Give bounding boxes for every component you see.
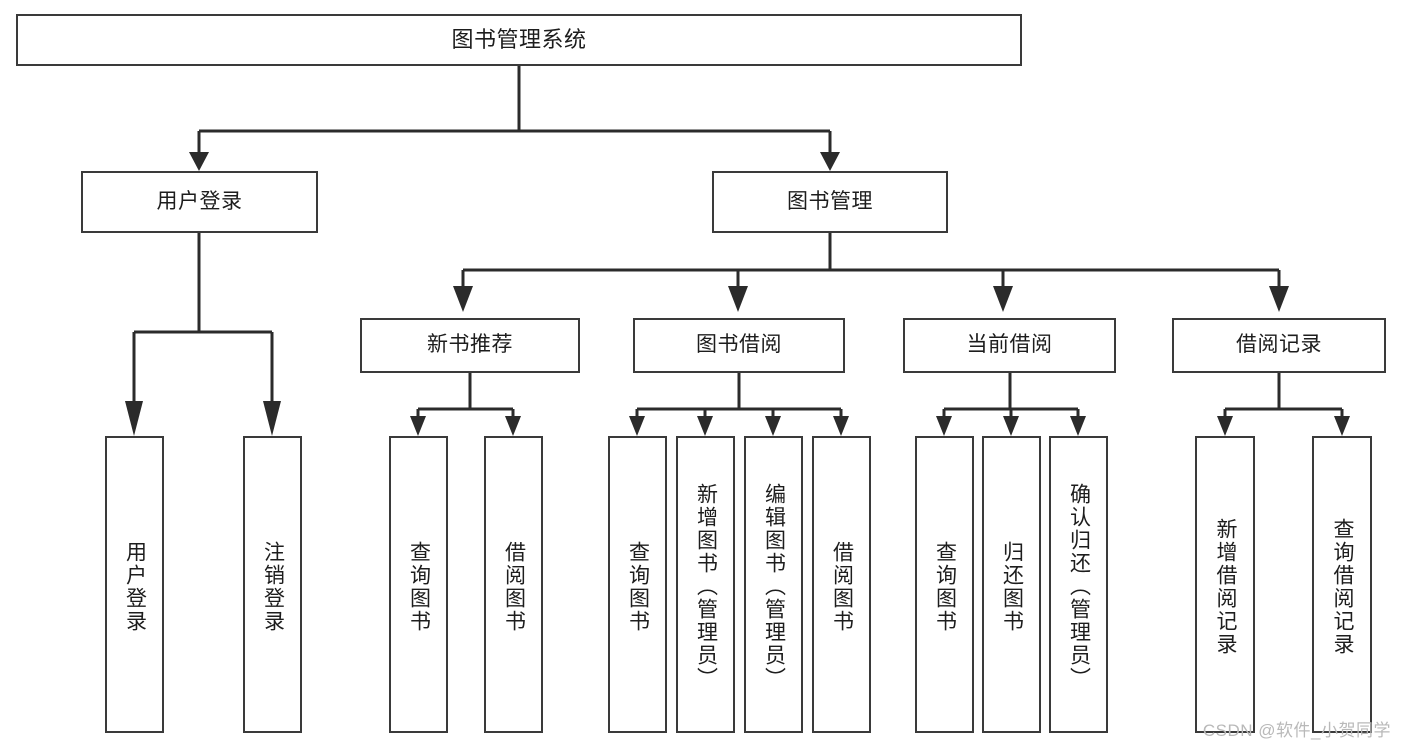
node-book-management[interactable]: 图书管理 bbox=[712, 171, 948, 233]
node-current-borrow[interactable]: 当前借阅 bbox=[903, 318, 1116, 373]
arrow-root-to-user-login bbox=[189, 152, 209, 171]
leaf-query-book-2[interactable]: 查询图书 bbox=[608, 436, 667, 733]
leaf-edit-book[interactable]: 编辑图书（管理员） bbox=[744, 436, 803, 733]
arrow-bb-leaf-2 bbox=[697, 416, 713, 436]
arrow-nbr-leaf-1 bbox=[410, 416, 426, 436]
leaf-confirm-return-label: 确认归还（管理员） bbox=[1067, 483, 1091, 690]
node-current-borrow-label: 当前借阅 bbox=[966, 333, 1053, 357]
leaf-query-book-2-label: 查询图书 bbox=[626, 540, 650, 633]
arrow-cb-leaf-3 bbox=[1070, 416, 1086, 436]
leaf-query-book-1[interactable]: 查询图书 bbox=[389, 436, 448, 733]
arrow-bm-to-current-borrow bbox=[993, 286, 1013, 312]
node-user-login[interactable]: 用户登录 bbox=[81, 171, 318, 233]
node-root-label: 图书管理系统 bbox=[451, 26, 587, 52]
leaf-borrow-book-2[interactable]: 借阅图书 bbox=[812, 436, 871, 733]
leaf-borrow-book-1[interactable]: 借阅图书 bbox=[484, 436, 543, 733]
leaf-query-book-3[interactable]: 查询图书 bbox=[915, 436, 974, 733]
node-root[interactable]: 图书管理系统 bbox=[16, 14, 1022, 66]
node-new-book-recommend-label: 新书推荐 bbox=[427, 333, 513, 357]
arrow-bb-leaf-4 bbox=[833, 416, 849, 436]
arrow-bm-to-borrow-record bbox=[1269, 286, 1289, 312]
leaf-query-record[interactable]: 查询借阅记录 bbox=[1312, 436, 1372, 733]
arrow-bm-to-new-book-recommend bbox=[453, 286, 473, 312]
leaf-add-record[interactable]: 新增借阅记录 bbox=[1195, 436, 1255, 733]
leaf-logout-login[interactable]: 注销登录 bbox=[243, 436, 302, 733]
node-new-book-recommend[interactable]: 新书推荐 bbox=[360, 318, 580, 373]
leaf-add-record-label: 新增借阅记录 bbox=[1214, 517, 1238, 656]
node-user-login-label: 用户登录 bbox=[156, 189, 243, 213]
arrow-bm-to-book-borrow bbox=[728, 286, 748, 312]
leaf-user-login-label: 用户登录 bbox=[123, 540, 147, 633]
leaf-confirm-return[interactable]: 确认归还（管理员） bbox=[1049, 436, 1108, 733]
leaf-return-book-label: 归还图书 bbox=[1000, 540, 1024, 633]
leaf-borrow-book-1-label: 借阅图书 bbox=[502, 540, 526, 633]
arrow-br-leaf-1 bbox=[1217, 416, 1233, 436]
leaf-user-login[interactable]: 用户登录 bbox=[105, 436, 164, 733]
arrow-user-login-leaf-2 bbox=[263, 401, 281, 436]
leaf-query-book-1-label: 查询图书 bbox=[407, 540, 431, 633]
leaf-edit-book-label: 编辑图书（管理员） bbox=[762, 483, 786, 690]
arrow-cb-leaf-1 bbox=[936, 416, 952, 436]
leaf-return-book[interactable]: 归还图书 bbox=[982, 436, 1041, 733]
arrow-bb-leaf-1 bbox=[629, 416, 645, 436]
leaf-logout-login-label: 注销登录 bbox=[261, 540, 285, 633]
arrow-br-leaf-2 bbox=[1334, 416, 1350, 436]
leaf-query-record-label: 查询借阅记录 bbox=[1331, 517, 1355, 656]
arrow-nbr-leaf-2 bbox=[505, 416, 521, 436]
node-borrow-record[interactable]: 借阅记录 bbox=[1172, 318, 1386, 373]
leaf-borrow-book-2-label: 借阅图书 bbox=[830, 540, 854, 633]
leaf-add-book-label: 新增图书（管理员） bbox=[694, 483, 718, 690]
node-book-borrow[interactable]: 图书借阅 bbox=[633, 318, 845, 373]
leaf-query-book-3-label: 查询图书 bbox=[933, 540, 957, 633]
node-book-borrow-label: 图书借阅 bbox=[696, 333, 782, 357]
arrow-user-login-leaf-1 bbox=[125, 401, 143, 436]
arrow-cb-leaf-2 bbox=[1003, 416, 1019, 436]
arrow-bb-leaf-3 bbox=[765, 416, 781, 436]
arrow-root-to-book-management bbox=[820, 152, 840, 171]
node-borrow-record-label: 借阅记录 bbox=[1236, 333, 1322, 357]
leaf-add-book[interactable]: 新增图书（管理员） bbox=[676, 436, 735, 733]
node-book-management-label: 图书管理 bbox=[787, 189, 873, 213]
